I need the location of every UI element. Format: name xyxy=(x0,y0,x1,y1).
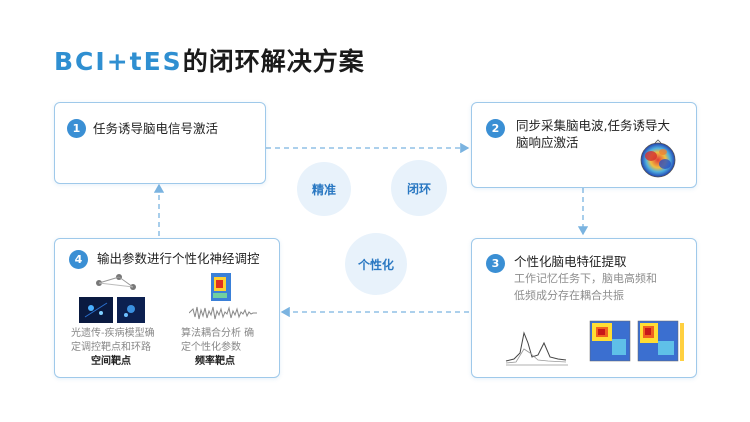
page-title: BCI+tES的闭环解决方案 xyxy=(54,42,365,78)
spatial-target-label: 空间靶点 xyxy=(91,356,131,367)
step-4-title: 输出参数进行个性化神经调控 xyxy=(97,251,260,266)
frequency-heatmap-image xyxy=(211,273,231,301)
frequency-target-label: 频率靶点 xyxy=(195,356,235,367)
step-4-left-line2: 定调控靶点和环路 xyxy=(71,342,151,353)
step-2-title-line1: 同步采集脑电波,任务诱导大 xyxy=(516,118,670,133)
optogenetic-microscopy-image-2 xyxy=(117,297,145,323)
step-2-card: 2 同步采集脑电波,任务诱导大 脑响应激活 xyxy=(471,102,697,188)
step-4-badge: 4 xyxy=(69,250,88,269)
step-4-right-line1: 算法耦合分析 确 xyxy=(181,328,255,339)
optogenetic-microscopy-image-1 xyxy=(79,297,113,323)
step-4-right-line2: 定个性化参数 xyxy=(181,342,241,353)
bubble-loop: 闭环 xyxy=(391,160,447,216)
step-2-badge: 2 xyxy=(486,119,505,138)
bubble-precise: 精准 xyxy=(297,162,351,216)
step-1-card: 1 任务诱导脑电信号激活 xyxy=(54,102,266,184)
step-3-title: 个性化脑电特征提取 xyxy=(514,254,627,269)
step-3-card: 3 个性化脑电特征提取 工作记忆任务下，脑电高频和 低频成分存在耦合共振 xyxy=(471,238,697,378)
step-1-badge: 1 xyxy=(67,119,86,138)
step-3-desc-line2: 低频成分存在耦合共振 xyxy=(514,289,624,302)
brain-topomap-image xyxy=(640,139,676,178)
eeg-coupling-figure xyxy=(505,320,684,366)
step-1-title: 任务诱导脑电信号激活 xyxy=(93,121,219,136)
bubble-personal: 个性化 xyxy=(345,233,407,295)
waveform-icon xyxy=(189,306,257,320)
neural-network-image xyxy=(96,274,136,290)
title-cn: 的闭环解决方案 xyxy=(182,47,365,76)
step-4-left-line1: 光遗传-疾病模型确 xyxy=(71,328,155,339)
step-3-desc-line1: 工作记忆任务下，脑电高频和 xyxy=(514,272,657,285)
step-3-badge: 3 xyxy=(486,254,505,273)
step-2-title-line2: 脑响应激活 xyxy=(516,135,579,150)
title-en: BCI+tES xyxy=(54,47,183,76)
step-4-card: 4 输出参数进行个性化神经调控 光遗传-疾病模型确 定调控靶点和环路 空间靶点 … xyxy=(54,238,280,378)
